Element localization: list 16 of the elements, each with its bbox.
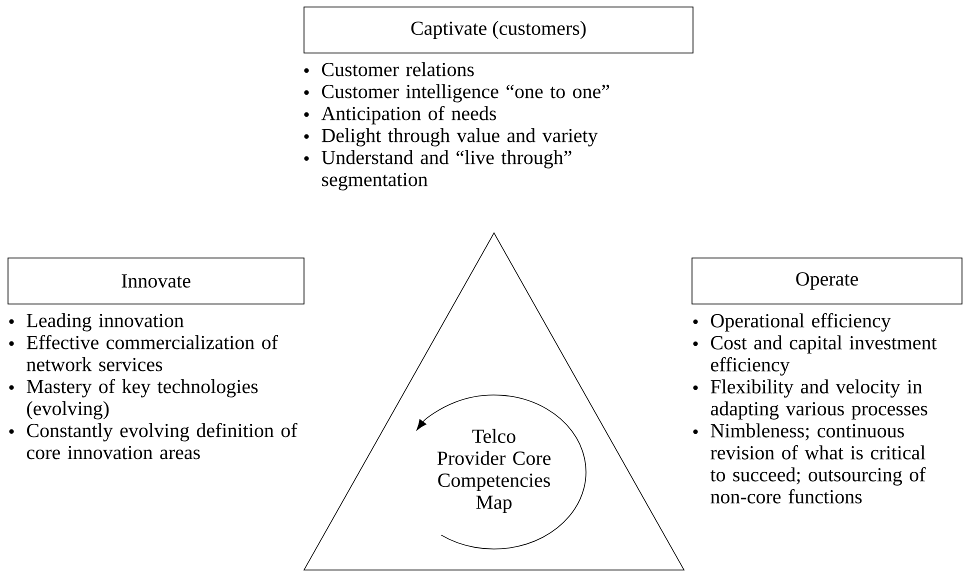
bullet-item: Delight through value and variety [304,128,598,146]
bullet-item: Constantly evolving definition of core innovation areas [9,422,298,460]
bullet-item: Leading innovation [9,313,184,332]
bullet-item: Flexibility and velocity in adapting various processes [693,379,928,420]
heading-box: Innovate [8,258,304,304]
bullet-item: Customer intelligence “one to one” [304,84,610,102]
heading-box: Captivate (customers) [304,6,694,54]
bullet-item: Customer relations [304,62,474,76]
bullet-item: Effective commercialization of network services [9,334,278,372]
heading-box: Operate [692,258,962,304]
bullet-item: Cost and capital investment efficiency [693,335,937,376]
bullet-item: Understand and “live through” segmentation [304,150,572,190]
bullet-item: Mastery of key technologies (evolving) [9,378,258,420]
bullet-item: Nimbleness; continuous revision of what is critical to succeed; outsourcing of non-core functions [693,423,926,504]
bullet-item: Operational efficiency [693,313,891,332]
bullet-item: Anticipation of needs [304,106,496,124]
